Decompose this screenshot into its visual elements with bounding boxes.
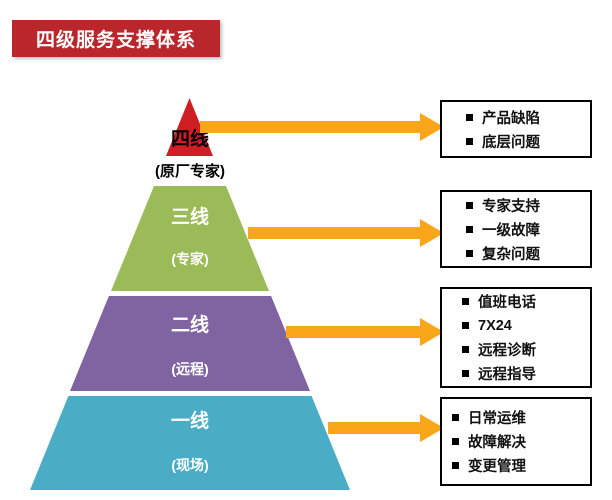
list-item: 值班电话 — [462, 290, 590, 314]
tier-4-sublabel: (原厂专家) — [155, 163, 225, 180]
bullet-square-icon — [462, 298, 469, 305]
bullet-square-icon — [462, 370, 469, 377]
callout-box-tier-3: 专家支持 一级故障 复杂问题 — [440, 190, 592, 268]
list-item-label: 日常运维 — [468, 411, 526, 427]
list-item-label: 远程诊断 — [478, 343, 536, 359]
list-item-label: 专家支持 — [482, 198, 540, 215]
list-item: 故障解决 — [452, 430, 590, 454]
bullet-square-icon — [462, 346, 469, 353]
bullet-square-icon — [462, 322, 469, 329]
list-item: 底层问题 — [466, 129, 590, 153]
list-item: 专家支持 — [466, 193, 590, 217]
list-item-label: 产品缺陷 — [482, 110, 540, 127]
tier-3-sublabel: (专家) — [171, 251, 209, 267]
tier-1-sublabel: (现场) — [171, 457, 209, 473]
tier-4-label: 四线 — [170, 129, 209, 150]
list-item: 变更管理 — [452, 454, 590, 478]
list-item: 日常运维 — [452, 406, 590, 430]
bullet-square-icon — [466, 113, 473, 121]
pyramid-tier-2: 二线 (远程) — [70, 296, 310, 391]
list-item-label: 底层问题 — [482, 134, 540, 151]
list-item-label: 值班电话 — [478, 295, 536, 311]
pyramid-tier-3: 三线 (专家) — [111, 186, 269, 291]
list-item: 远程指导 — [462, 362, 590, 386]
list-item-label: 一级故障 — [482, 222, 540, 239]
list-item: 产品缺陷 — [466, 105, 590, 129]
list-item-label: 7X24 — [478, 317, 512, 334]
tier-1-label: 一线 — [170, 411, 209, 432]
list-item: 7X24 — [462, 314, 590, 338]
tier-3-label: 三线 — [170, 207, 209, 228]
bullet-square-icon — [452, 438, 459, 445]
bullet-square-icon — [466, 137, 473, 145]
page-title: 四级服务支撑体系 — [36, 30, 197, 51]
arrow-right-icon — [200, 113, 444, 141]
pyramid-tier-1: 一线 (现场) — [30, 396, 350, 490]
title-banner: 四级服务支撑体系 — [12, 20, 221, 57]
callout-box-tier-4: 产品缺陷 底层问题 — [440, 100, 592, 158]
list-item: 复杂问题 — [466, 241, 590, 265]
list-item-label: 变更管理 — [468, 459, 526, 475]
bullet-square-icon — [452, 414, 459, 421]
list-item-label: 复杂问题 — [482, 246, 540, 263]
callout-box-tier-1: 日常运维 故障解决 变更管理 — [440, 397, 592, 486]
arrow-right-icon — [286, 318, 444, 346]
list-item: 一级故障 — [466, 217, 590, 241]
list-item-label: 远程指导 — [478, 367, 536, 383]
bullet-square-icon — [466, 249, 473, 257]
callout-box-tier-2: 值班电话 7X24 远程诊断 远程指导 — [440, 287, 592, 388]
tier-2-sublabel: (远程) — [171, 361, 209, 377]
arrow-right-icon — [248, 219, 444, 247]
tier-2-label: 二线 — [170, 315, 209, 336]
arrow-right-icon — [328, 414, 444, 442]
list-item-label: 故障解决 — [468, 435, 526, 451]
list-item: 远程诊断 — [462, 338, 590, 362]
bullet-square-icon — [466, 201, 473, 209]
bullet-square-icon — [466, 225, 473, 233]
bullet-square-icon — [452, 462, 459, 469]
